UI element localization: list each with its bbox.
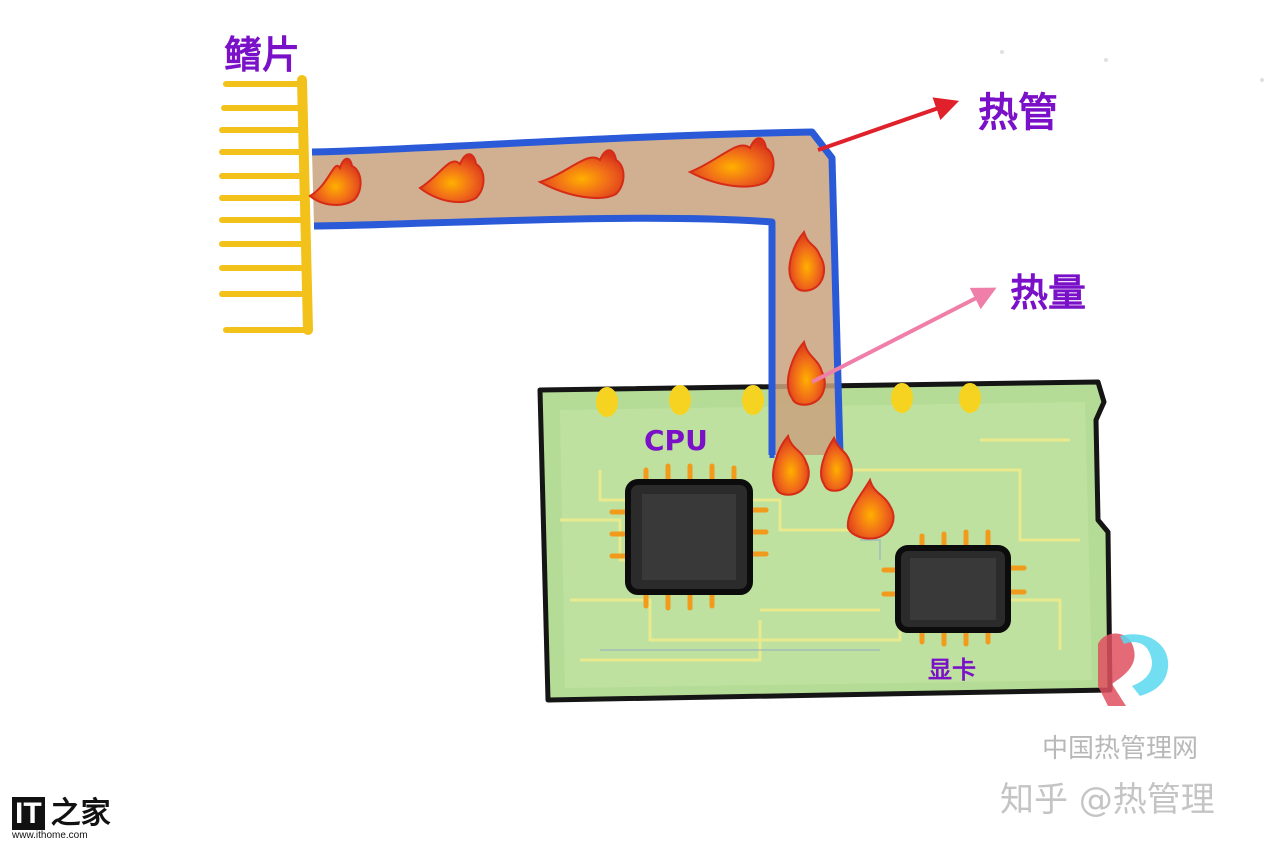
flame <box>687 137 775 188</box>
flame <box>537 149 625 199</box>
flame <box>418 153 485 204</box>
heat-pipe-label: 热管 <box>978 90 1058 136</box>
cpu-label: CPU <box>644 424 708 457</box>
cpu-chip <box>609 463 769 611</box>
flame <box>788 229 826 292</box>
heat-arrow <box>811 287 997 384</box>
heat-pipe <box>311 128 844 458</box>
gpu-label: 显卡 <box>928 656 976 684</box>
fins-label: 鳍片 <box>224 33 301 77</box>
flame <box>846 477 895 540</box>
heat-label: 热量 <box>1010 271 1087 315</box>
heat-pipe-arrow <box>817 97 960 152</box>
watermark-logo <box>1098 633 1169 706</box>
flame <box>787 339 826 406</box>
gpu-chip <box>881 529 1027 647</box>
watermark-site-name: 中国热管理网 <box>1042 734 1199 764</box>
heat-sink-fins <box>219 75 313 335</box>
ithome-url: www.ithome.com <box>12 830 88 841</box>
flames <box>308 137 895 540</box>
flame <box>772 433 810 496</box>
flame <box>308 157 362 206</box>
watermark-zhihu: 知乎 @热管理 <box>1000 780 1215 820</box>
flame <box>820 435 853 492</box>
